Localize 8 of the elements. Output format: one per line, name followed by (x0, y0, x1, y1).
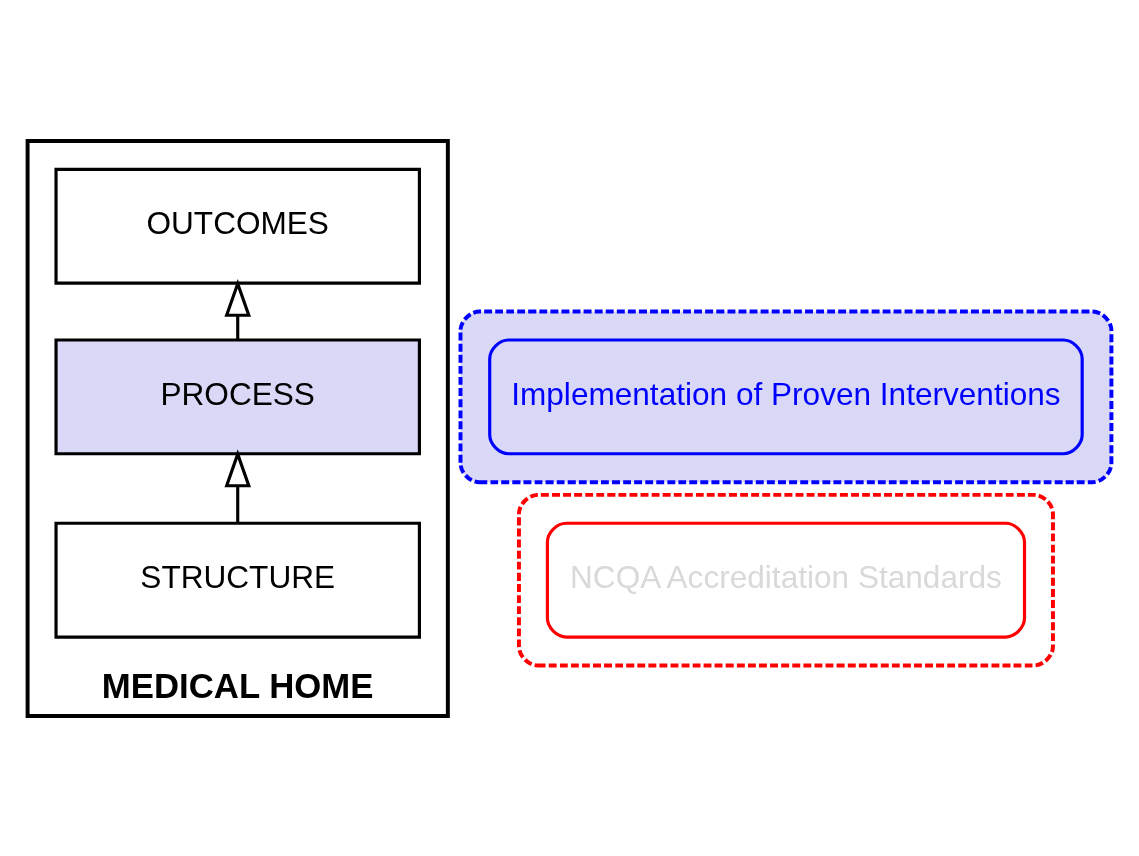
node-box: STRUCTURE (54, 521, 421, 639)
cluster (516, 492, 1055, 667)
node-box: Implementation of Proven Interventions (488, 337, 1084, 455)
node-box: OUTCOMES (54, 167, 421, 285)
cluster (458, 309, 1114, 484)
arrow (224, 278, 251, 340)
arrow (224, 448, 251, 523)
node-box: PROCESS (54, 337, 421, 455)
